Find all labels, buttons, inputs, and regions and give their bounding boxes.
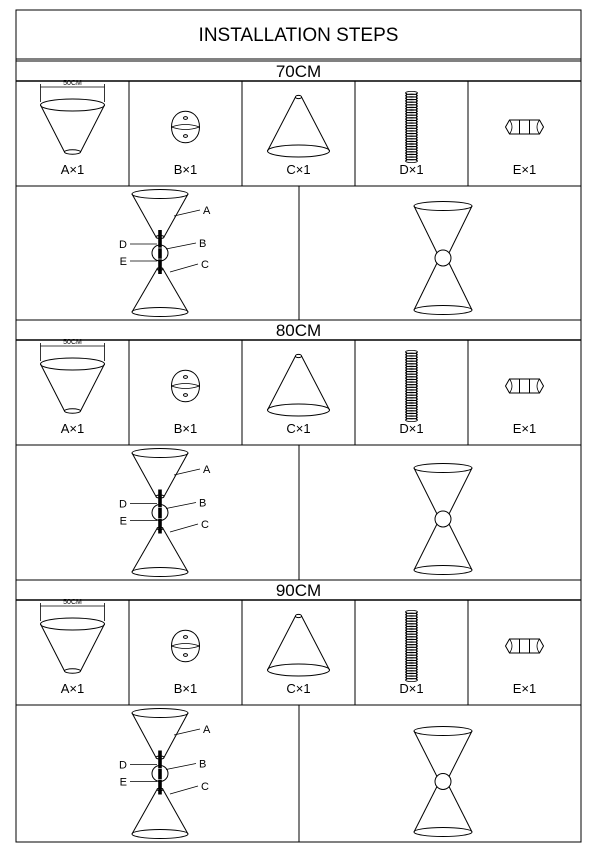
cone-shade-icon xyxy=(267,613,330,677)
exploded-assembly-diagram: A BC DE xyxy=(119,448,211,577)
cone-shade-icon xyxy=(267,94,330,158)
ball-connector-icon xyxy=(170,629,201,663)
callout-d: D xyxy=(119,760,127,772)
part-label: A×1 xyxy=(61,421,85,436)
part-label: A×1 xyxy=(61,162,85,177)
assembled-lamp-diagram xyxy=(413,201,473,315)
part-cell-d: D×1 xyxy=(399,349,424,436)
part-label: B×1 xyxy=(174,681,198,696)
assembled-lamp-diagram xyxy=(413,463,473,575)
ball-connector-icon xyxy=(170,369,201,403)
callout-a: A xyxy=(203,205,211,217)
part-cell-c: C×1 xyxy=(267,94,330,177)
exploded-assembly-diagram: A BC DE xyxy=(119,708,211,839)
threaded-rod-icon xyxy=(405,91,418,163)
part-label: C×1 xyxy=(286,681,310,696)
part-cell-a: 50CM A×1 xyxy=(40,599,105,696)
section-heading: 70CM xyxy=(276,62,321,81)
callout-e: E xyxy=(120,256,127,268)
part-cell-c: C×1 xyxy=(267,353,330,436)
part-label: E×1 xyxy=(513,162,537,177)
top-shade-icon: 50CM xyxy=(40,599,105,674)
part-cell-b: B×1 xyxy=(170,629,201,696)
threaded-rod-icon xyxy=(405,349,418,422)
callout-d: D xyxy=(119,239,127,251)
callout-b: B xyxy=(199,238,206,250)
callout-b: B xyxy=(199,498,206,510)
hex-nut-icon xyxy=(504,378,545,394)
dimension-label: 50CM xyxy=(63,80,82,87)
part-cell-e: E×1 xyxy=(504,119,545,177)
part-cell-a: 50CM A×1 xyxy=(40,339,105,436)
assembled-lamp-diagram xyxy=(413,726,473,837)
part-label: C×1 xyxy=(286,421,310,436)
part-label: C×1 xyxy=(286,162,310,177)
part-label: A×1 xyxy=(61,681,85,696)
part-cell-d: D×1 xyxy=(399,610,424,696)
callout-c: C xyxy=(201,781,209,793)
part-cell-d: D×1 xyxy=(399,91,424,177)
callout-e: E xyxy=(120,516,127,528)
part-label: E×1 xyxy=(513,421,537,436)
section-heading: 90CM xyxy=(276,581,321,600)
dimension-label: 50CM xyxy=(63,599,82,606)
dimension-label: 50CM xyxy=(63,339,82,346)
part-cell-b: B×1 xyxy=(170,369,201,436)
part-label: D×1 xyxy=(399,162,423,177)
cone-shade-icon xyxy=(267,353,330,417)
part-label: D×1 xyxy=(399,421,423,436)
part-cell-a: 50CM A×1 xyxy=(40,80,105,177)
callout-e: E xyxy=(120,777,127,789)
threaded-rod-icon xyxy=(405,610,418,683)
top-shade-icon: 50CM xyxy=(40,339,105,414)
part-label: E×1 xyxy=(513,681,537,696)
part-label: B×1 xyxy=(174,162,198,177)
callout-c: C xyxy=(201,519,209,531)
part-cell-b: B×1 xyxy=(170,110,201,177)
callout-a: A xyxy=(203,724,211,736)
page-title: INSTALLATION STEPS xyxy=(199,25,399,46)
callout-b: B xyxy=(199,759,206,771)
part-label: B×1 xyxy=(174,421,198,436)
section-3: 90CM 50CM A×1 B×1 C×1 D×1 E×1A BC DE xyxy=(16,579,581,842)
top-shade-icon: 50CM xyxy=(40,80,105,155)
callout-c: C xyxy=(201,259,209,271)
callout-a: A xyxy=(203,464,211,476)
section-heading: 80CM xyxy=(276,321,321,340)
exploded-assembly-diagram: A BC DE xyxy=(119,189,211,317)
section-1: 70CM 50CM A×1 B×1 C×1 D×1 E×1A BC DE xyxy=(16,60,581,320)
ball-connector-icon xyxy=(170,110,201,144)
hex-nut-icon xyxy=(504,119,545,135)
hex-nut-icon xyxy=(504,638,545,654)
part-cell-e: E×1 xyxy=(504,378,545,436)
callout-d: D xyxy=(119,499,127,511)
part-cell-c: C×1 xyxy=(267,613,330,696)
section-2: 80CM 50CM A×1 B×1 C×1 D×1 E×1A BC DE xyxy=(16,319,581,580)
part-label: D×1 xyxy=(399,681,423,696)
part-cell-e: E×1 xyxy=(504,638,545,696)
